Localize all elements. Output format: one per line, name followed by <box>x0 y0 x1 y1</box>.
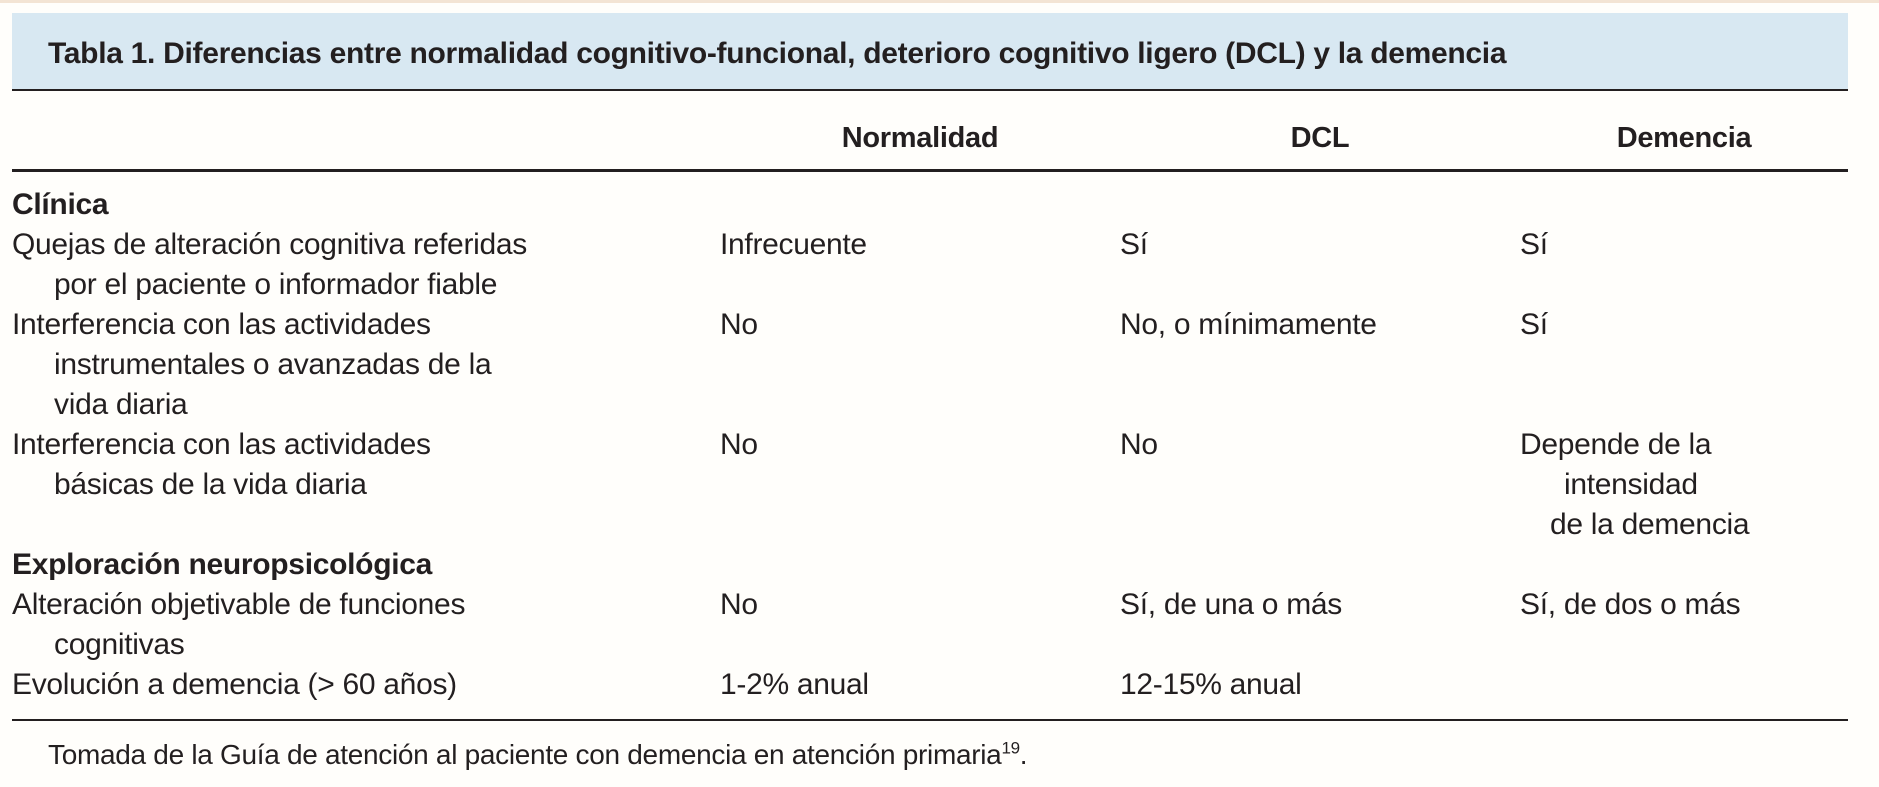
cell-demencia: Sí <box>1520 305 1848 425</box>
cell-line: Sí, de dos o más <box>1520 588 1741 621</box>
footnote-reference: 19 <box>1001 738 1020 758</box>
row-label: Interferencia con las actividades instru… <box>12 305 720 425</box>
cell-normalidad: No <box>720 308 758 341</box>
table-row-evolucion: Evolución a demencia (> 60 años) 1-2% an… <box>12 665 1848 705</box>
table-row-alteracion: Alteración objetivable de funciones cogn… <box>12 585 1848 665</box>
column-header-dcl: DCL <box>1290 121 1350 154</box>
table-title-bar: Tabla 1. Diferencias entre normalidad co… <box>12 13 1848 91</box>
footnote-period: . <box>1019 739 1028 770</box>
cell-dcl: No, o mínimamente <box>1120 308 1377 341</box>
row-label-line: Interferencia con las actividades <box>12 308 431 341</box>
section-row-clinica: Clínica <box>12 185 1848 225</box>
footnote: Tomada de la Guía de atención al pacient… <box>12 721 1848 772</box>
row-label-line: básicas de la vida diaria <box>54 468 367 501</box>
table-row-quejas: Quejas de alteración cognitiva referidas… <box>12 225 1848 305</box>
table-container: Tabla 1. Diferencias entre normalidad co… <box>12 13 1848 772</box>
top-accent-line <box>0 0 1879 3</box>
cell-normalidad: No <box>720 428 758 461</box>
cell-normalidad: Infrecuente <box>720 228 867 261</box>
section-heading: Clínica <box>12 188 109 221</box>
row-label: Evolución a demencia (> 60 años) <box>12 665 720 705</box>
cell-dcl: Sí <box>1120 228 1148 261</box>
row-label-line: por el paciente o informador fiable <box>54 268 498 301</box>
column-header-normalidad: Normalidad <box>841 121 999 154</box>
row-label-line: Alteración objetivable de funciones <box>12 588 466 621</box>
cell-dcl: No <box>1120 428 1158 461</box>
row-label-line: vida diaria <box>54 388 188 421</box>
cell-demencia: Sí, de dos o más <box>1520 585 1848 665</box>
section-heading: Exploración neuropsicológica <box>12 548 433 581</box>
row-label-line: cognitivas <box>54 628 185 661</box>
cell-line: intensidad <box>1564 468 1698 501</box>
table-row-interferencia-basicas: Interferencia con las actividades básica… <box>12 425 1848 545</box>
row-label-line: instrumentales o avanzadas de la <box>54 348 492 381</box>
table-body: Clínica Quejas de alteración cognitiva r… <box>12 172 1848 721</box>
cell-line: Depende de la <box>1520 428 1712 461</box>
row-label-line: Quejas de alteración cognitiva referidas <box>12 228 527 261</box>
cell-dcl: Sí, de una o más <box>1120 588 1343 621</box>
table-row-interferencia-instrumentales: Interferencia con las actividades instru… <box>12 305 1848 425</box>
cell-demencia: Sí <box>1520 225 1848 305</box>
column-header-row: Normalidad DCL Demencia <box>12 91 1848 172</box>
cell-demencia <box>1520 665 1848 705</box>
row-label: Interferencia con las actividades básica… <box>12 425 720 545</box>
cell-normalidad: 1-2% anual <box>720 668 869 701</box>
column-header-demencia: Demencia <box>1616 121 1752 154</box>
row-label-line: Evolución a demencia (> 60 años) <box>12 668 457 701</box>
footnote-text: Tomada de la Guía de atención al pacient… <box>48 739 1002 770</box>
row-label: Quejas de alteración cognitiva referidas… <box>12 225 720 305</box>
cell-line: de la demencia <box>1550 508 1750 541</box>
row-label: Alteración objetivable de funciones cogn… <box>12 585 720 665</box>
cell-normalidad: No <box>720 588 758 621</box>
cell-demencia: Depende de la intensidad de la demencia <box>1520 425 1848 545</box>
cell-line: Sí <box>1520 308 1548 341</box>
row-label-line: Interferencia con las actividades <box>12 428 431 461</box>
cell-dcl: 12-15% anual <box>1120 668 1302 701</box>
section-row-exploracion: Exploración neuropsicológica <box>12 545 1848 585</box>
comparison-table: Clínica Quejas de alteración cognitiva r… <box>12 185 1848 705</box>
cell-line: Sí <box>1520 228 1548 261</box>
table-title: Tabla 1. Diferencias entre normalidad co… <box>48 37 1507 70</box>
